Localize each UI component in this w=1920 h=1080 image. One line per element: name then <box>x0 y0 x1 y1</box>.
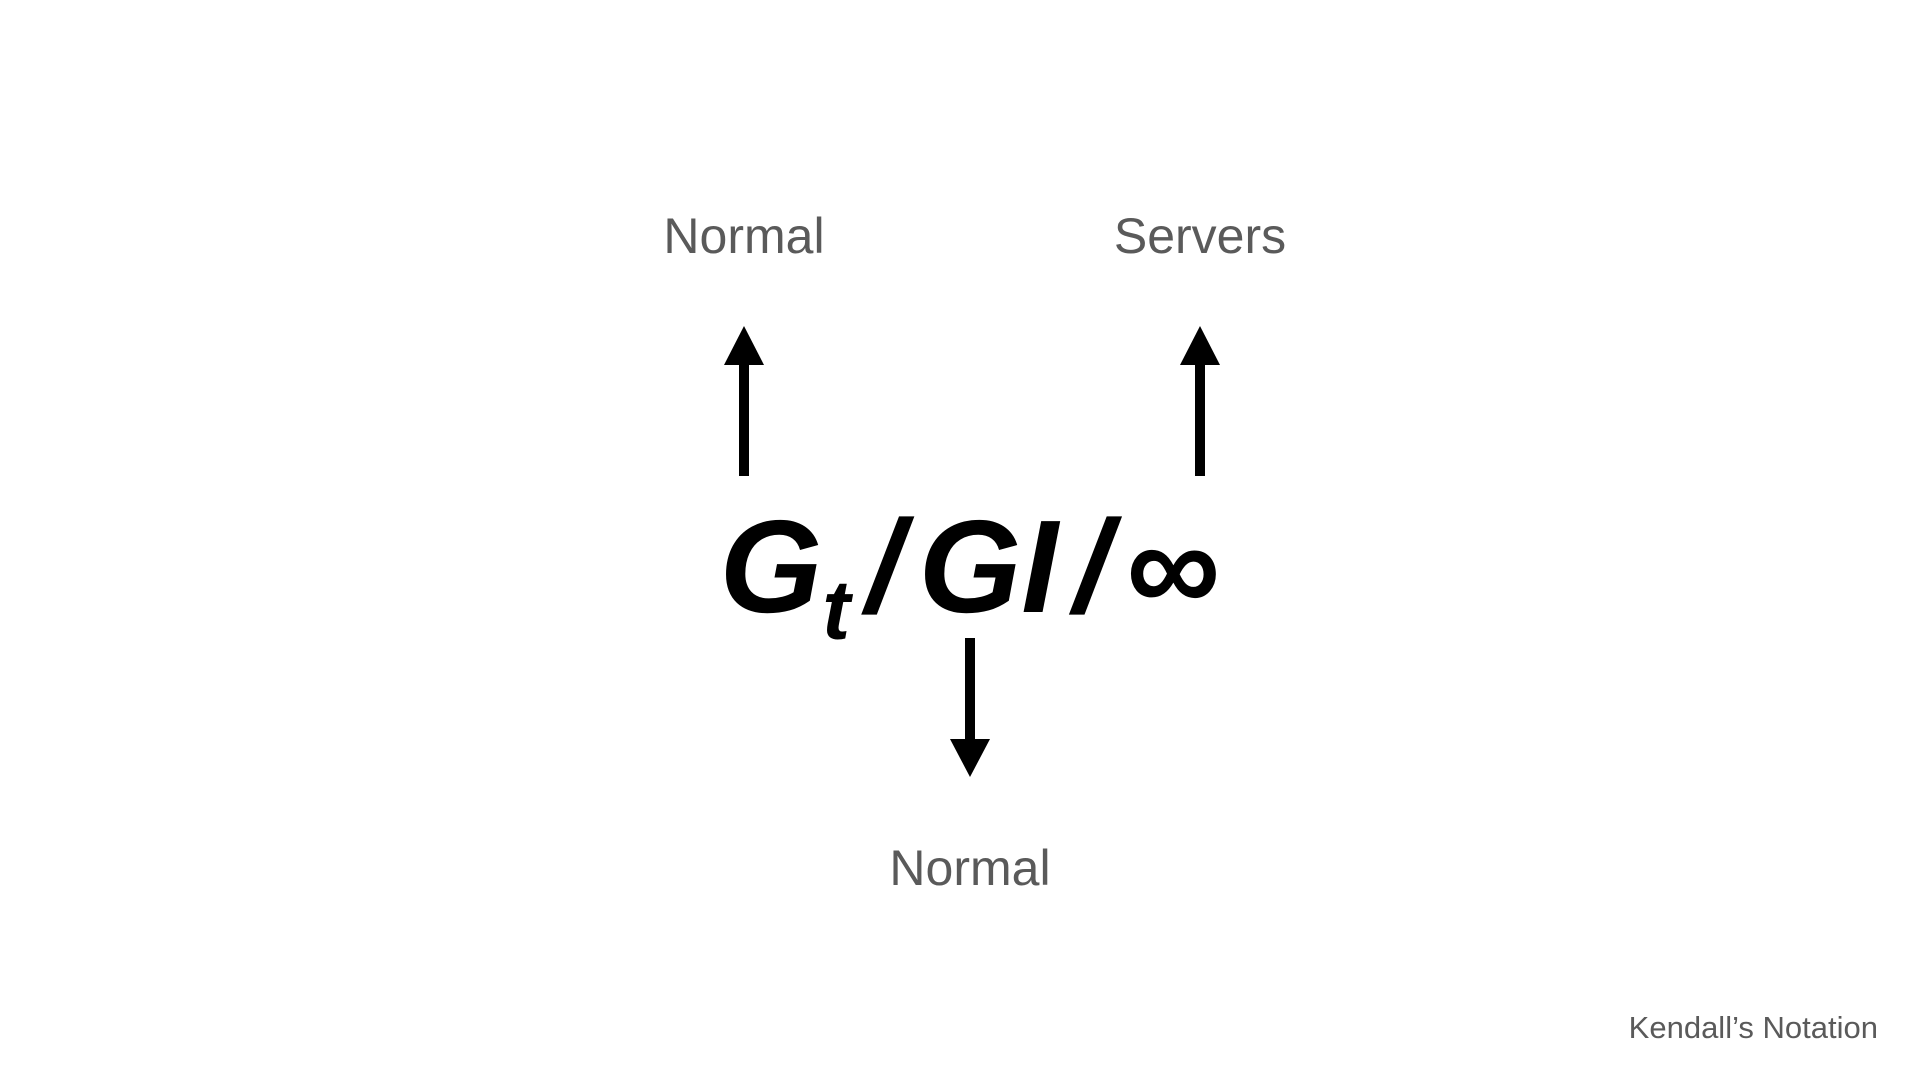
separator-1: / <box>866 493 903 640</box>
arrival-distribution-label: Normal <box>663 208 825 264</box>
arrival-symbol: G <box>719 493 823 640</box>
slide-caption: Kendall’s Notation <box>1628 1010 1878 1045</box>
service-distribution-label: Normal <box>889 840 1051 896</box>
arrival-subscript: t <box>822 562 851 657</box>
servers-label: Servers <box>1113 208 1287 264</box>
separator-2: / <box>1073 493 1111 640</box>
kendall-notation-formula: Gt/GI/∞ <box>720 492 1221 658</box>
service-symbol: GI <box>918 493 1058 640</box>
arrow-down-service <box>950 638 990 777</box>
infinity-icon: ∞ <box>1126 493 1221 640</box>
arrow-up-arrival <box>724 326 764 476</box>
arrow-up-servers <box>1180 326 1220 476</box>
